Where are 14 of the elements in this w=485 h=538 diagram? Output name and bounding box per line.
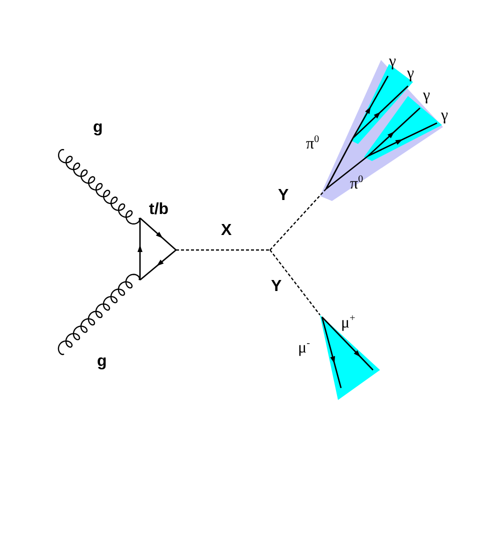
- particle-label: γ: [407, 66, 414, 82]
- particle-label: γ: [423, 88, 430, 104]
- particle-label: π$^{0}$: [350, 175, 364, 192]
- particle-label: g: [97, 354, 107, 370]
- particle-label: X: [221, 223, 232, 239]
- particle-label: π$^{0}$: [306, 135, 320, 152]
- particle-label: γ: [389, 54, 396, 70]
- particle-label: γ: [441, 108, 448, 124]
- particle-label: μ$^{-}$: [298, 339, 310, 356]
- particle-label: Y: [278, 188, 289, 204]
- particle-label: t/b: [149, 202, 169, 218]
- particle-label: Y: [271, 279, 282, 295]
- particle-label: g: [93, 120, 103, 136]
- particle-label: μ$^{+}$: [341, 314, 356, 332]
